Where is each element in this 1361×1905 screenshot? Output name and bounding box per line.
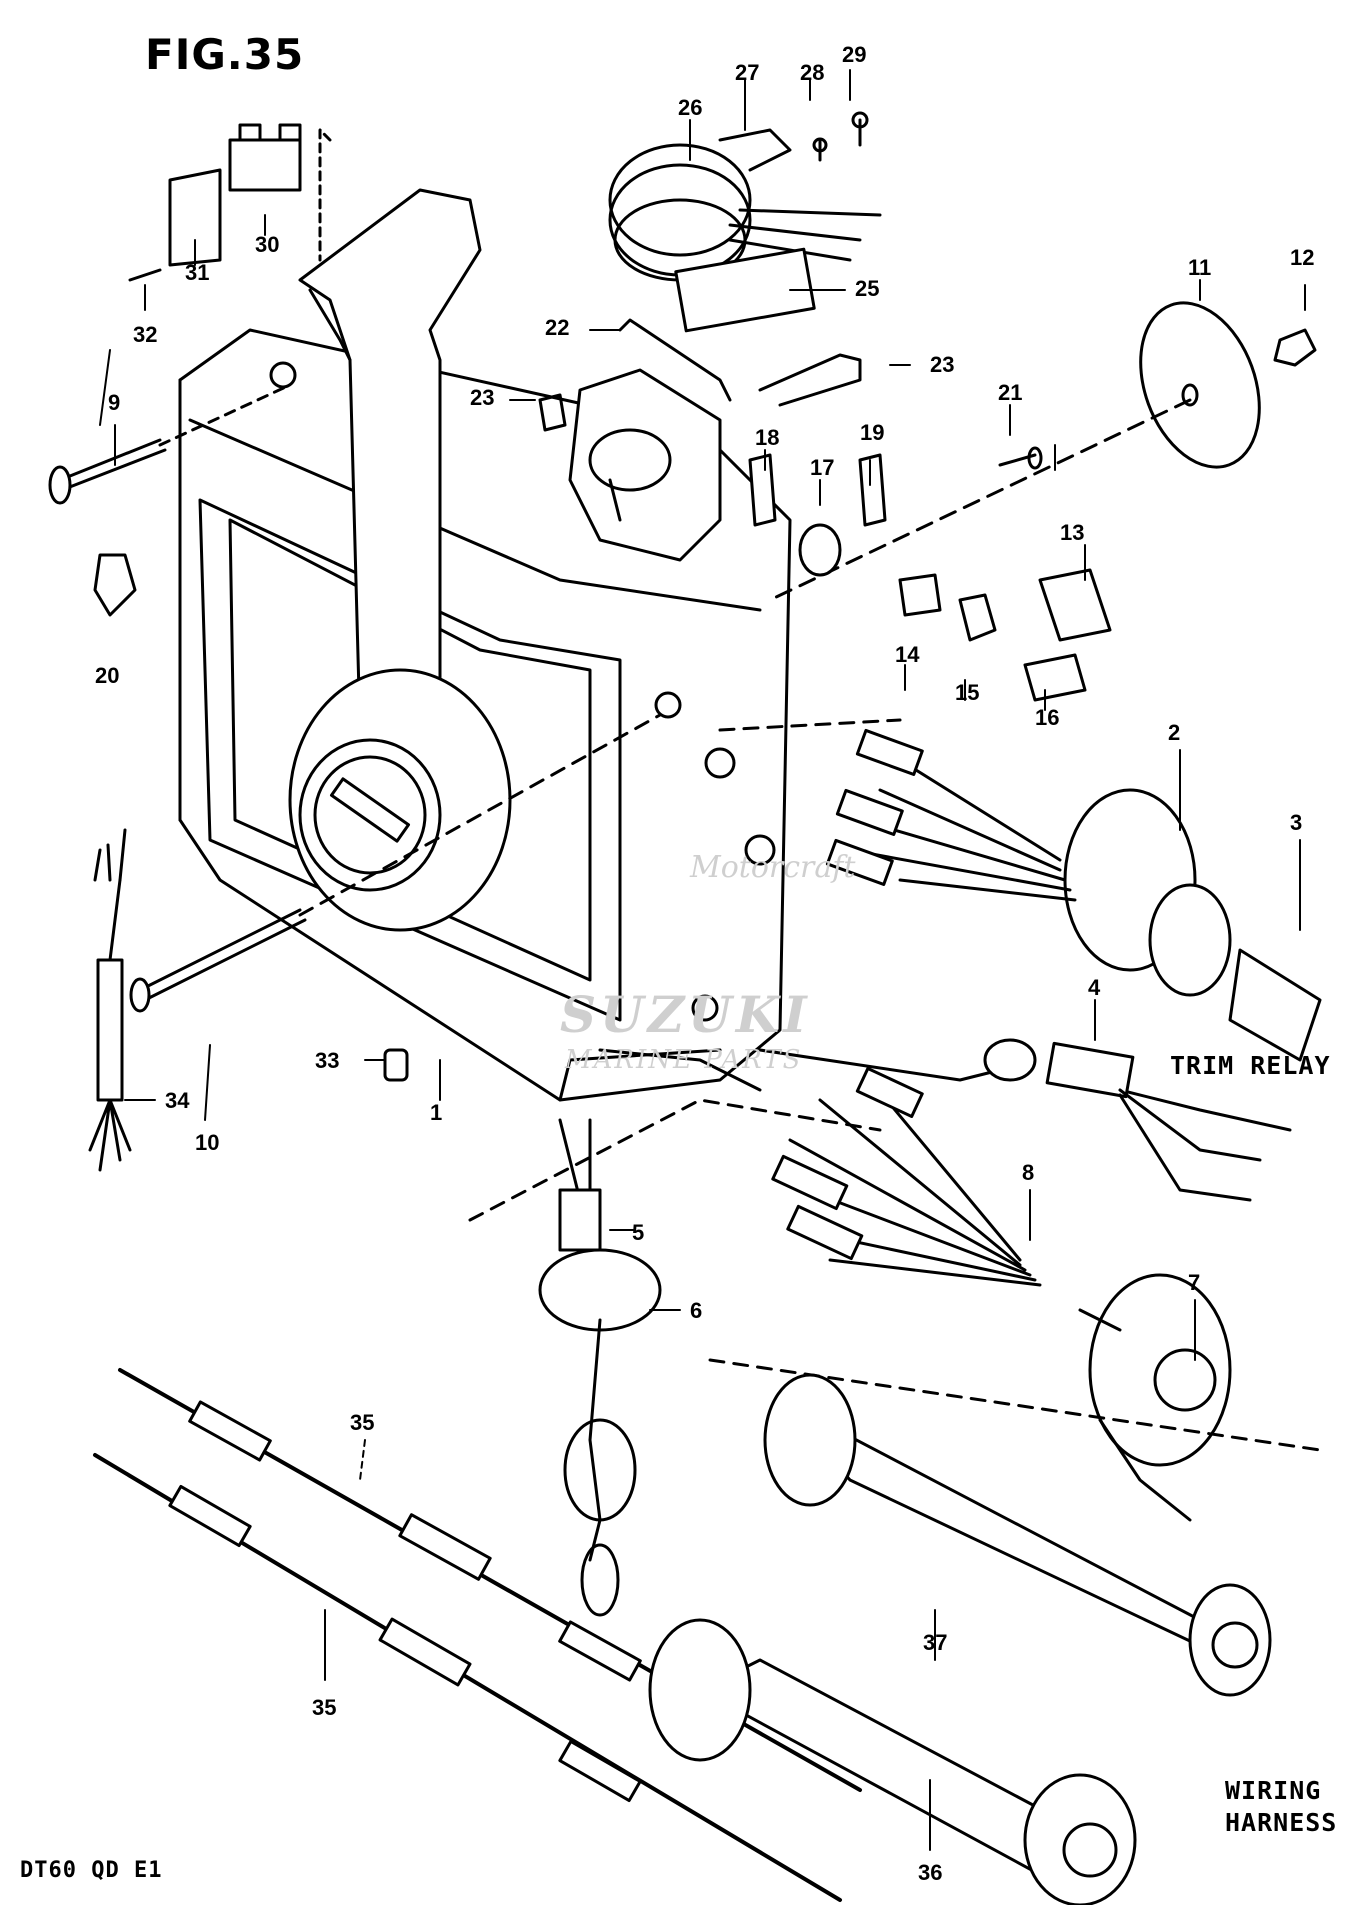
part-label-5: 5 — [632, 1220, 644, 1245]
part-label-2: 2 — [1168, 720, 1180, 745]
leader-lines — [99, 69, 1306, 1851]
part-label-19: 19 — [860, 420, 884, 445]
part-label-30: 30 — [255, 232, 279, 257]
throttle-shift-cables — [93, 1368, 862, 1902]
part-numbers: 1 2 3 4 5 6 7 8 9 10 11 12 13 14 15 16 1… — [95, 42, 1314, 1885]
part-label-16: 16 — [1035, 705, 1059, 730]
part-label-25: 25 — [855, 276, 879, 301]
part-label-29: 29 — [842, 42, 866, 67]
watermark-site: Motorcraft — [690, 850, 856, 885]
key-switch-and-key — [718, 718, 1322, 1062]
part-label-7: 7 — [1188, 1270, 1200, 1295]
part-label-11: 11 — [1188, 255, 1211, 280]
part-label-1: 1 — [430, 1100, 442, 1125]
stop-switch-lanyard — [538, 1118, 662, 1617]
washer-nut-screw — [768, 301, 1317, 602]
control-lever — [288, 188, 512, 932]
bolt-and-knob-left — [48, 383, 292, 617]
part-label-4: 4 — [1088, 975, 1101, 1000]
part-label-21: 21 — [998, 380, 1022, 405]
neutral-switch-assembly — [538, 318, 862, 562]
extension-harness-36 — [648, 1618, 1137, 1905]
part-label-36: 36 — [918, 1860, 942, 1885]
part-label-35a: 35 — [350, 1410, 374, 1435]
part-label-35b: 35 — [312, 1695, 336, 1720]
part-label-17: 17 — [810, 455, 834, 480]
watermark-brand: SUZUKI — [560, 985, 811, 1044]
part-label-12: 12 — [1290, 245, 1314, 270]
part-label-31: 31 — [185, 260, 209, 285]
watermark-parts: MARINE PARTS — [565, 1045, 803, 1075]
part-label-34: 34 — [165, 1088, 190, 1113]
small-parts-right — [748, 453, 1112, 702]
part-label-10: 10 — [195, 1130, 219, 1155]
trim-switch-assembly — [608, 111, 882, 333]
part-label-28: 28 — [800, 60, 824, 85]
figure-title: FIG.35 — [145, 30, 305, 79]
part-label-3: 3 — [1290, 810, 1302, 835]
lead-wire-34 — [88, 828, 132, 1172]
part-label-33: 33 — [315, 1048, 339, 1073]
part-label-20: 20 — [95, 663, 119, 688]
extension-harness-37 — [763, 1373, 1272, 1697]
part-label-23b: 23 — [930, 352, 954, 377]
wiring-caption-line2: HARNESS — [1225, 1808, 1338, 1837]
small-parts-top-left — [128, 123, 332, 282]
model-code: DT60 QD E1 — [20, 1858, 163, 1883]
long-bolt-and-spacer — [129, 713, 662, 1082]
part-label-27: 27 — [735, 60, 759, 85]
part-label-23a: 23 — [470, 385, 494, 410]
part-label-22: 22 — [545, 315, 569, 340]
trim-relay-caption: TRIM RELAY — [1170, 1051, 1331, 1080]
part-label-37: 37 — [923, 1630, 947, 1655]
part-label-18: 18 — [755, 425, 779, 450]
part-label-32: 32 — [133, 322, 157, 347]
part-label-9: 9 — [108, 390, 120, 415]
part-label-6: 6 — [690, 1298, 702, 1323]
wiring-caption-line1: WIRING — [1225, 1776, 1322, 1805]
part-label-14: 14 — [895, 642, 920, 667]
trim-relay-harness — [758, 1038, 1292, 1202]
part-label-8: 8 — [1022, 1160, 1034, 1185]
part-label-13: 13 — [1060, 520, 1084, 545]
part-label-15: 15 — [955, 680, 979, 705]
part-label-26: 26 — [678, 95, 702, 120]
wiring-harness-caption: WIRING HARNESS — [1225, 1775, 1337, 1839]
